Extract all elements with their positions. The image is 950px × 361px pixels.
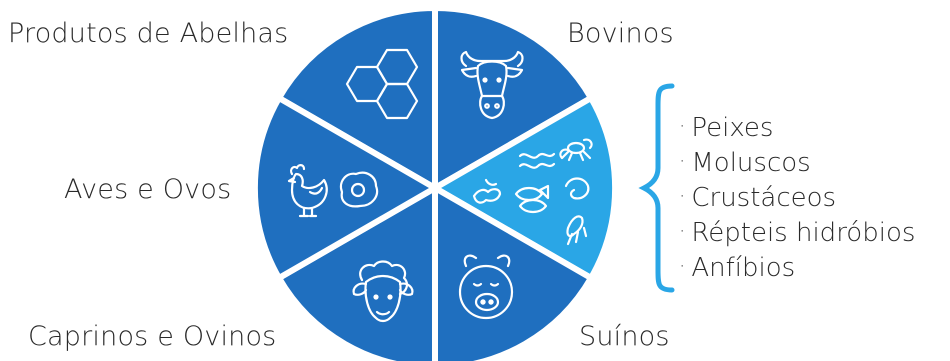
label-produtos-de-abelhas: Produtos de Abelhas [8, 18, 289, 49]
cow-head-icon [460, 50, 524, 120]
segment-bovinos [432, 4, 594, 191]
list-item-anfibios: ·Anfíbios [679, 253, 796, 283]
aquatic-animals-icon [472, 138, 593, 246]
label-caprinos-e-ovinos: Caprinos e Ovinos [28, 321, 277, 352]
label-aves-e-ovos: Aves e Ovos [64, 174, 232, 205]
label-bovinos: Bovinos [567, 18, 674, 49]
honeycomb-icon [345, 48, 419, 120]
segment-abelhas [276, 4, 438, 191]
curly-brace [638, 83, 675, 293]
label-suinos: Suínos [579, 321, 670, 352]
chicken-egg-icon [287, 164, 379, 218]
segment-caprinos [276, 185, 438, 361]
aquatic-categories-list: ·Peixes ·Moluscos ·Crustáceos ·Répteis h… [679, 111, 915, 286]
list-item-peixes: ·Peixes [679, 113, 774, 143]
segment-suinos [432, 185, 594, 361]
list-item-moluscos: ·Moluscos [679, 148, 811, 178]
pig-head-icon [458, 254, 514, 320]
sheep-head-icon [352, 260, 414, 323]
list-item-crustaceos: ·Crustáceos [679, 183, 837, 213]
segment-aves [251, 95, 438, 281]
list-item-repteis-hidrobios: ·Répteis hidróbios [679, 218, 916, 248]
